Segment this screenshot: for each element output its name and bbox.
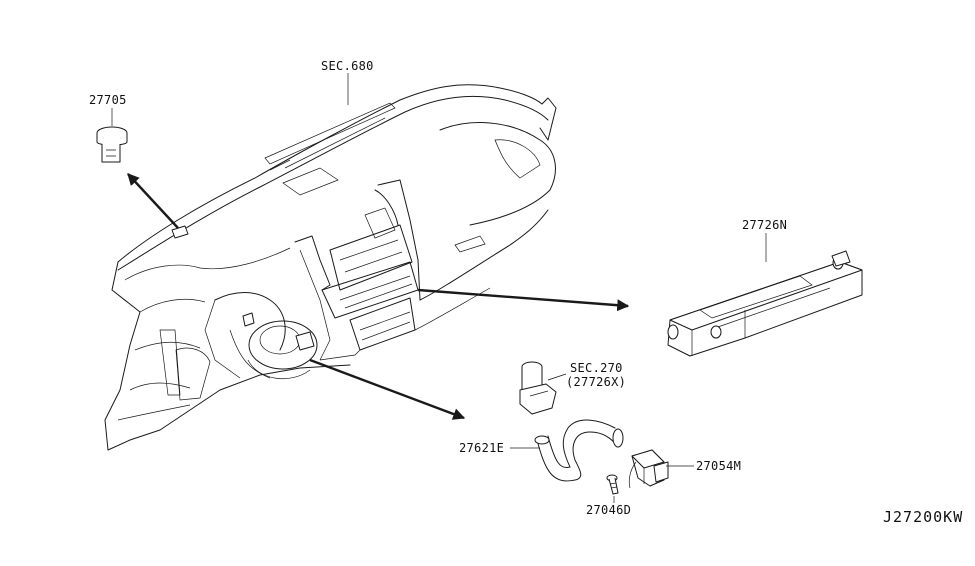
label-27726x: (27726X) (566, 375, 626, 389)
part-27726n-icon (667, 250, 863, 357)
label-sec270: SEC.270 (570, 361, 623, 375)
label-sec680: SEC.680 (321, 59, 374, 73)
part-sec270-icon (519, 361, 557, 415)
part-27705-icon (96, 126, 128, 163)
diagram-code: J27200KW (883, 508, 963, 526)
leader-lines (111, 73, 767, 503)
part-27621e-hose-icon (534, 419, 624, 482)
label-27054m: 27054M (696, 459, 741, 473)
label-27705: 27705 (89, 93, 127, 107)
label-27726n: 27726N (742, 218, 787, 232)
dashboard-panel (104, 84, 557, 451)
part-27046d-screw-icon (606, 474, 619, 495)
label-27621e: 27621E (459, 441, 504, 455)
label-27046d: 27046D (586, 503, 631, 517)
part-27054m-icon (628, 449, 669, 489)
reference-arrows (127, 173, 630, 420)
